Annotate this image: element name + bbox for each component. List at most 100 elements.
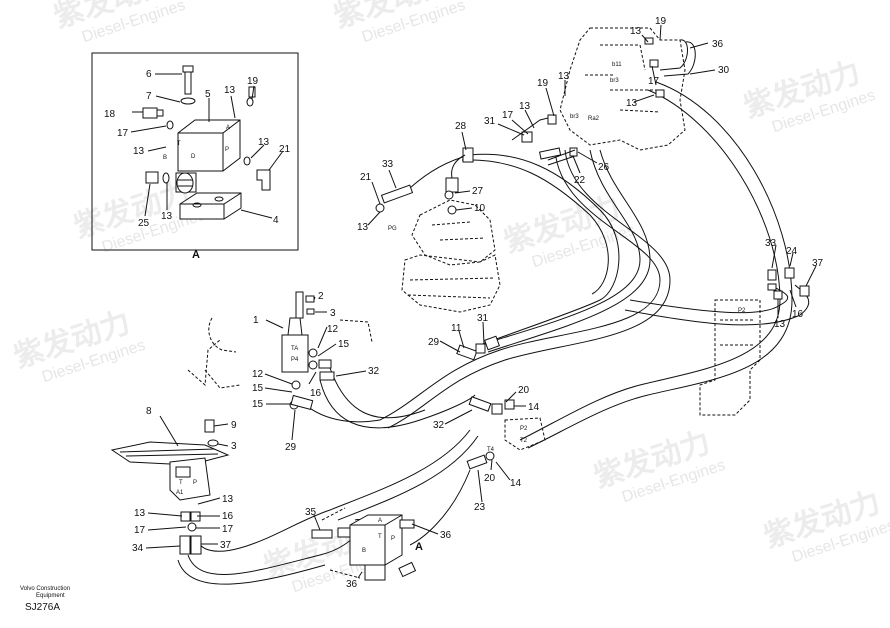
callout: 13	[224, 85, 236, 96]
callout: 13	[357, 222, 369, 233]
callout: 36	[346, 579, 358, 590]
port-ta: TA	[291, 346, 298, 352]
bolt	[180, 65, 196, 105]
callout: 3	[231, 441, 237, 452]
callout: 21	[360, 172, 372, 183]
callout: 16	[310, 388, 322, 399]
callout: 13	[134, 508, 146, 519]
maker-name-line1: Volvo Construction	[20, 586, 70, 592]
callout: 19	[537, 78, 549, 89]
callout: 8	[146, 406, 152, 417]
foot-pedal: T P A1	[110, 419, 230, 555]
callout: 13	[626, 98, 638, 109]
callout: 19	[247, 76, 259, 87]
callout: 17	[117, 128, 129, 139]
fitting-25	[145, 171, 170, 184]
callout: 30	[718, 65, 730, 76]
callout: 13	[222, 494, 234, 505]
detail-view-label: A	[192, 249, 200, 261]
port-a: A	[226, 125, 230, 131]
port-p: P	[225, 147, 229, 153]
callout: 19	[655, 16, 667, 27]
callout: 17	[222, 524, 234, 535]
callout: 3	[330, 308, 336, 319]
callout: 2	[318, 291, 324, 302]
callout: 29	[428, 337, 440, 348]
svg-text:br3: br3	[570, 114, 579, 120]
callout: 6	[146, 69, 152, 80]
bracket-plate	[179, 192, 242, 220]
svg-text:T: T	[179, 480, 183, 486]
callout: 37	[812, 258, 824, 269]
drawing-code: SJ276A	[25, 602, 60, 613]
callout: 25	[138, 218, 150, 229]
callout: 20	[518, 385, 530, 396]
callout: 35	[305, 507, 317, 518]
callout: 13	[161, 211, 173, 222]
callout: 20	[484, 473, 496, 484]
port-t4: T4	[487, 447, 495, 453]
callout: 14	[528, 402, 540, 413]
port-pa: P4	[291, 357, 299, 363]
callout: 17	[502, 110, 514, 121]
callout: 12	[252, 369, 264, 380]
port-t: T	[177, 141, 181, 147]
footer: Volvo Construction Equipment SJ276A	[20, 586, 70, 613]
svg-text:P: P	[193, 480, 197, 486]
port-b-lower: B	[362, 548, 366, 554]
callout: 36	[440, 530, 452, 541]
callout: 14	[510, 478, 522, 489]
callout: 13	[133, 146, 145, 157]
lower-valve-assembly: A B P T	[311, 507, 417, 581]
svg-text:b11: b11	[612, 62, 622, 68]
port-p2: P2	[738, 308, 746, 314]
svg-text:Ra2: Ra2	[588, 116, 600, 122]
port-p-lower: P	[391, 536, 395, 542]
callout: 34	[132, 543, 144, 554]
callout: 12	[327, 324, 339, 335]
callout: 9	[231, 420, 237, 431]
detail-frame	[91, 52, 299, 251]
callout: 5	[205, 89, 211, 100]
port-p2b: P2	[520, 426, 528, 432]
callout: 17	[134, 525, 146, 536]
callout: 18	[104, 109, 116, 120]
callout: 21	[279, 144, 291, 155]
callout: 31	[477, 313, 489, 324]
callout: 16	[792, 309, 804, 320]
callout: 36	[712, 39, 724, 50]
right-port-cluster: P2	[699, 267, 810, 416]
callout: 26	[598, 162, 610, 173]
callout: 7	[146, 91, 152, 102]
port-b: B	[163, 155, 167, 161]
main-view-label: A	[415, 541, 423, 553]
callout: 1	[253, 315, 259, 326]
callout: 28	[455, 121, 467, 132]
callout: 31	[484, 116, 496, 127]
callout: 17	[648, 76, 660, 87]
control-lever: TA P4	[187, 291, 373, 411]
port-pg: PG	[388, 226, 397, 232]
callout: 33	[765, 238, 777, 249]
callout: 11	[451, 323, 462, 334]
callout: 16	[222, 511, 234, 522]
callout: 13	[258, 137, 270, 148]
callout: 33	[382, 159, 394, 170]
callout: 37	[220, 540, 232, 551]
callout: 27	[472, 186, 484, 197]
callout: 15	[338, 339, 350, 350]
callout: 23	[474, 502, 486, 513]
port-d: D	[191, 154, 196, 160]
callout: 32	[433, 420, 445, 431]
port-t2: T2	[520, 438, 528, 444]
center-unit: PG	[375, 147, 562, 313]
main-callouts: 13 19 36 30 19 13 13 17 31 17 13 28 22 2…	[132, 16, 824, 590]
callout: 24	[786, 246, 798, 257]
callout: 4	[273, 215, 279, 226]
callout: 13	[558, 71, 570, 82]
hose-routing	[177, 81, 810, 585]
control-valve-top: b11 br3 Ra2 br3	[511, 27, 696, 166]
center-fittings: P2 T2 T4	[456, 335, 546, 470]
